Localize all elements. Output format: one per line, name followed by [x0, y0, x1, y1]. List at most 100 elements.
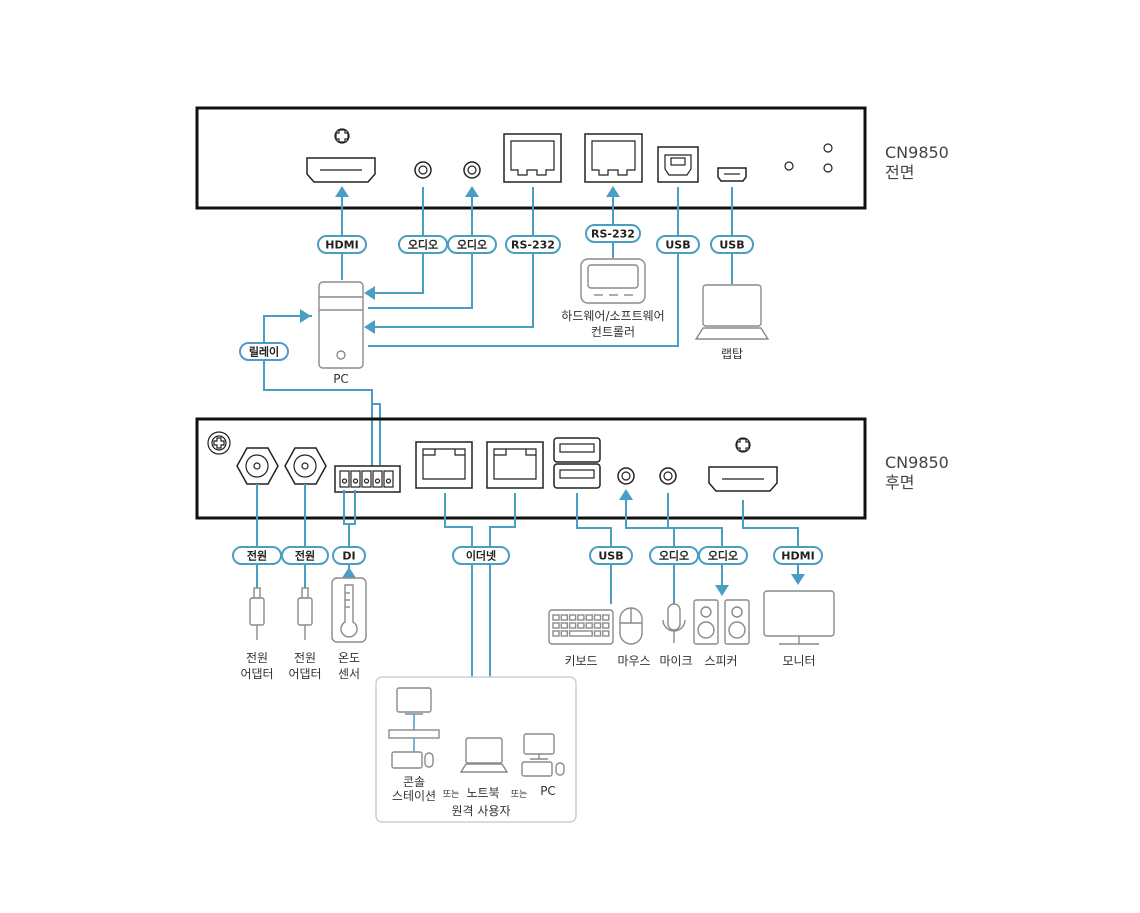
or-text: 또는 — [443, 789, 460, 800]
svg-text:USB: USB — [665, 239, 690, 252]
microphone-icon — [662, 603, 686, 643]
svg-text:오디오: 오디오 — [659, 549, 689, 563]
svg-text:오디오: 오디오 — [708, 549, 738, 563]
usb-b-port-icon — [657, 146, 699, 183]
svg-text:전원: 전원 — [247, 549, 267, 563]
power-cable-label: 전원 — [232, 546, 282, 565]
notebook-label: 노트북 — [466, 786, 499, 800]
rear-side-text: 후면 — [885, 473, 914, 492]
rs232-cable-label: RS-232 — [505, 235, 561, 254]
audio-cable-label: 오디오 — [398, 235, 448, 254]
keyboard-key — [585, 614, 593, 621]
controller-label: 컨트롤러 — [591, 325, 635, 339]
controller-icon — [580, 258, 646, 304]
hdmi-cable-label: HDMI — [317, 235, 367, 254]
svg-text:HDMI: HDMI — [781, 550, 814, 563]
power-adapter-label: 전원 — [294, 651, 316, 665]
ethernet-port-icon — [486, 441, 544, 489]
ethernet-cable-label: 이더넷 — [452, 546, 510, 565]
keyboard-key — [585, 622, 593, 629]
hdmi-cable-label: HDMI — [773, 546, 823, 565]
svg-text:오디오: 오디오 — [457, 238, 487, 252]
keyboard-label: 키보드 — [564, 654, 597, 668]
usb-cable-label: USB — [656, 235, 700, 254]
keyboard-key — [560, 614, 568, 621]
svg-text:전원: 전원 — [295, 549, 315, 563]
sensor-label: 센서 — [338, 667, 360, 681]
power-adapter-label: 어댑터 — [240, 667, 273, 681]
power-adapter-icon — [249, 587, 265, 640]
audio-jack-icon — [414, 161, 432, 179]
terminal-block-icon — [334, 465, 401, 493]
keyboard-key — [552, 630, 560, 637]
audio-cable-label: 오디오 — [649, 546, 699, 565]
svg-text:HDMI: HDMI — [325, 239, 358, 252]
remote-pc-label: PC — [540, 784, 556, 798]
svg-text:USB: USB — [598, 550, 623, 563]
power-adapter-icon — [297, 587, 313, 640]
pc-label: PC — [333, 372, 349, 386]
power-jack-icon — [284, 447, 327, 485]
sensor-label: 온도 — [338, 651, 360, 665]
led-icon — [823, 163, 833, 173]
ground-screw-icon — [207, 431, 231, 455]
front-device-panel — [195, 106, 867, 210]
keyboard-key — [593, 622, 602, 629]
svg-text:USB: USB — [719, 239, 744, 252]
mic-label: 마이크 — [659, 654, 692, 668]
keyboard-key — [552, 614, 560, 621]
keyboard-key — [602, 630, 610, 637]
notebook-icon — [459, 737, 509, 773]
power-jack-icon — [236, 447, 279, 485]
led-icon — [823, 143, 833, 153]
front-device-label: CN9850 전면 — [885, 143, 949, 182]
console-label: 콘솔 — [403, 775, 425, 789]
controller-label: 하드웨어/소프트웨어 — [561, 309, 664, 323]
rear-device-panel — [195, 417, 867, 520]
power-adapter-label: 어댑터 — [288, 667, 321, 681]
keyboard-key — [577, 614, 585, 621]
usb-cable-label: USB — [589, 546, 633, 565]
temperature-sensor-icon — [331, 577, 367, 643]
or-text: 또는 — [511, 789, 528, 800]
mouse-label: 마우스 — [617, 654, 650, 668]
svg-text:RS-232: RS-232 — [511, 239, 555, 252]
keyboard-icon — [548, 609, 614, 645]
keyboard-key — [577, 622, 585, 629]
speaker-label: 스피커 — [704, 654, 737, 668]
keyboard-key — [568, 622, 577, 629]
laptop-icon — [694, 284, 770, 340]
keyboard-key — [593, 614, 602, 621]
svg-text:오디오: 오디오 — [408, 238, 438, 252]
audio-cable-label: 오디오 — [447, 235, 497, 254]
ethernet-port-icon — [415, 441, 473, 489]
keyboard-key — [552, 622, 560, 629]
console-station-icon — [388, 687, 440, 769]
rear-model-text: CN9850 — [885, 453, 949, 472]
audio-cable-label: 오디오 — [698, 546, 748, 565]
remote-users-title: 원격 사용자 — [451, 804, 510, 818]
speaker-icon — [693, 599, 750, 645]
screw-icon — [735, 437, 751, 453]
di-cable-label: DI — [332, 546, 366, 565]
front-model-text: CN9850 — [885, 143, 949, 162]
screw-icon — [334, 128, 350, 144]
power-adapter-label: 전원 — [246, 651, 268, 665]
svg-text:이더넷: 이더넷 — [466, 549, 496, 563]
led-icon — [784, 161, 794, 171]
keyboard-key — [560, 622, 568, 629]
rs232-port-icon — [503, 133, 562, 183]
audio-jack-icon — [463, 161, 481, 179]
usb-a-port-icon — [553, 437, 601, 489]
audio-jack-icon — [659, 467, 677, 485]
svg-text:RS-232: RS-232 — [591, 228, 635, 241]
laptop-label: 랩탑 — [721, 347, 743, 361]
monitor-icon — [763, 590, 835, 645]
rs232-port-icon — [584, 133, 643, 183]
usb-cable-label: USB — [710, 235, 754, 254]
rs232-cable-label: RS-232 — [585, 224, 641, 243]
monitor-label: 모니터 — [782, 654, 815, 668]
power-cable-label: 전원 — [281, 546, 329, 565]
keyboard-key — [568, 614, 577, 621]
remote-pc-icon — [521, 733, 565, 777]
